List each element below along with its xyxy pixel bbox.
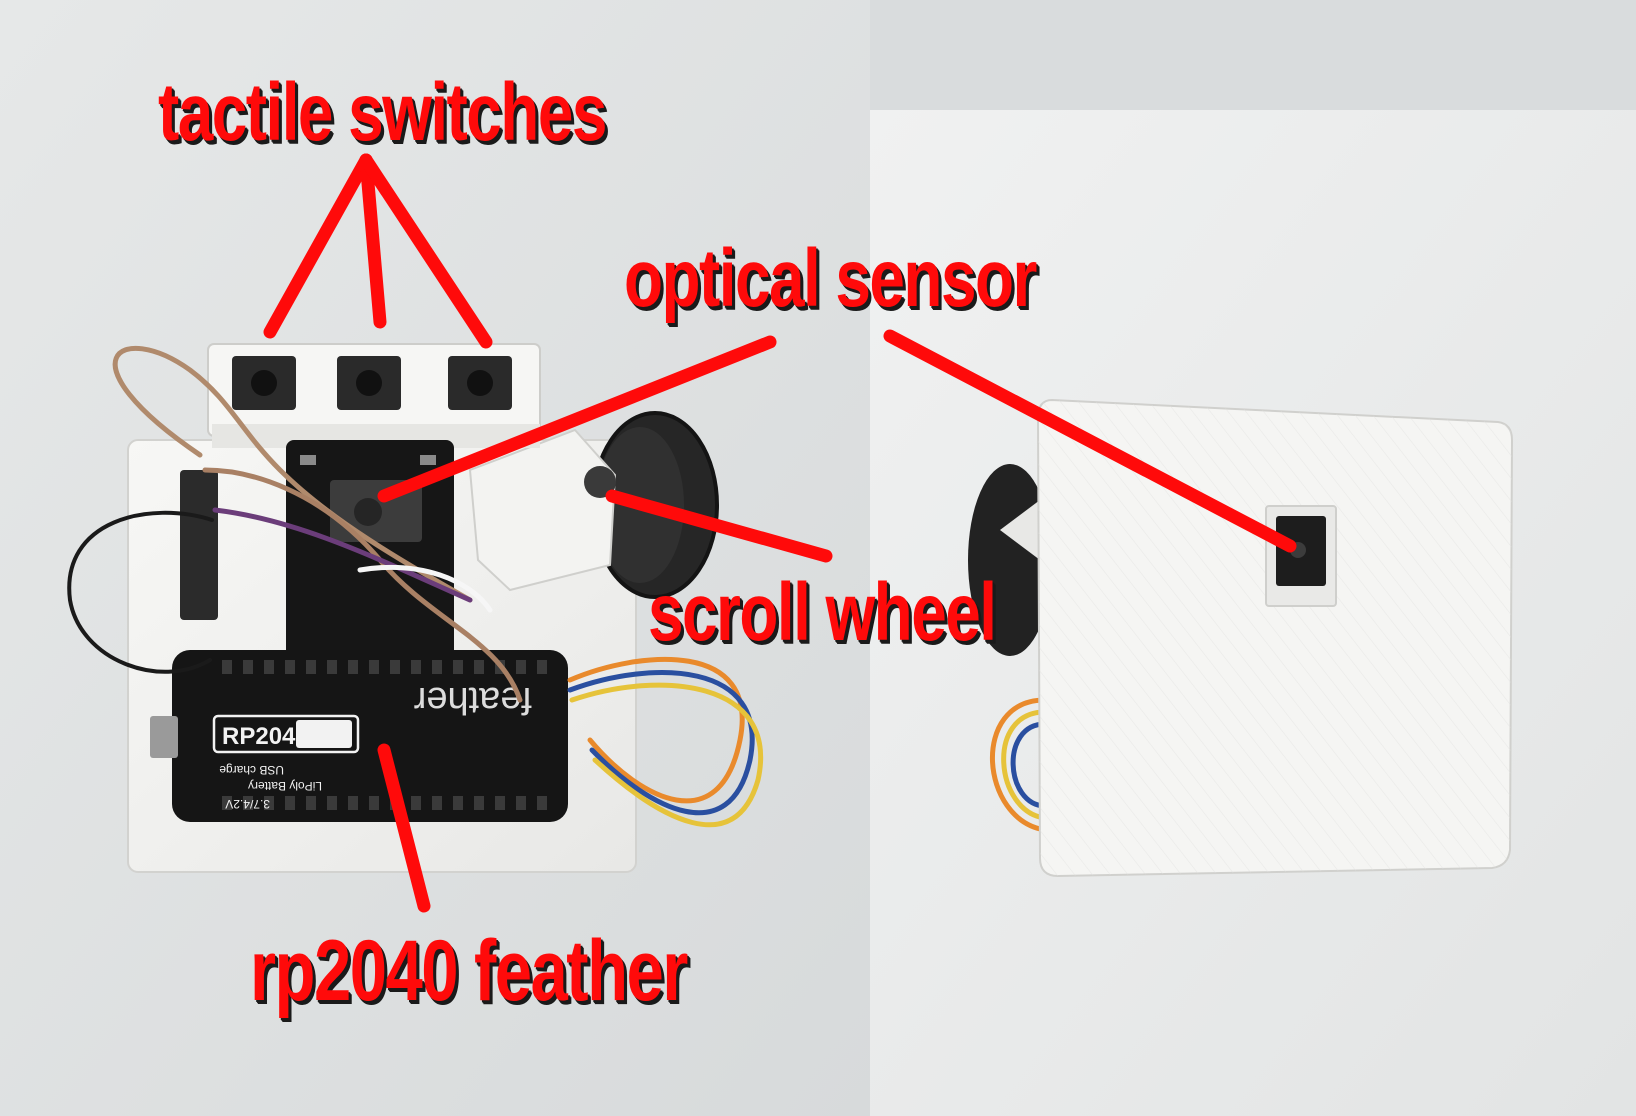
header-pin [390, 660, 400, 674]
header-pin [411, 660, 421, 674]
tactile-switches-label: tactile switches [158, 67, 607, 158]
header-pin [432, 660, 442, 674]
header-pin [516, 796, 526, 810]
voltage-label: 3.7/4.2V [225, 797, 270, 811]
right-photo-top-strip [870, 0, 1636, 110]
side-connector-block [180, 470, 218, 620]
battery-label: LiPoly Battery [248, 779, 322, 793]
pointer-rp2040 [377, 743, 431, 913]
header-pin [243, 660, 253, 674]
header-pin [453, 796, 463, 810]
header-pin [516, 660, 526, 674]
wires [67, 345, 763, 828]
pointer-tactile-2 [359, 153, 387, 329]
header-pin [222, 660, 232, 674]
scroll-wheel-side-view [968, 464, 1052, 656]
header-pin [327, 796, 337, 810]
header-pin [348, 796, 358, 810]
usb-label: USB charge [219, 763, 284, 777]
pointer-tactile-1 [263, 153, 373, 339]
header-pin [495, 796, 505, 810]
header-pin [411, 796, 421, 810]
optical-sensor-label: optical sensor [624, 233, 1037, 324]
header-pin [285, 796, 295, 810]
tactile-switch-block [207, 343, 541, 448]
header-pin [348, 660, 358, 674]
header-pin [285, 660, 295, 674]
header-pin [369, 660, 379, 674]
tactile-switch-1 [232, 356, 296, 410]
pointer-optical-left [377, 335, 777, 503]
header-pin [306, 660, 316, 674]
header-pin [243, 796, 253, 810]
side-wire-bundle [989, 697, 1046, 833]
scroll-wheel-label: scroll wheel [648, 567, 997, 658]
scroll-wheel-assembly [468, 411, 719, 599]
header-pin [264, 660, 274, 674]
header-pin [537, 796, 547, 810]
header-pin [474, 796, 484, 810]
pointer-tactile-3 [359, 153, 493, 349]
pointer-scroll-wheel [605, 489, 833, 563]
rp2040-feather-board: RP2040 feather LiPoly Battery USB charge… [150, 650, 568, 822]
pointer-optical-right [883, 329, 1297, 553]
header-pin [432, 796, 442, 810]
header-pin [222, 796, 232, 810]
header-pin [453, 660, 463, 674]
tactile-switch-2 [337, 356, 401, 410]
header-pin [474, 660, 484, 674]
header-pin [369, 796, 379, 810]
header-pin [264, 796, 274, 810]
header-pin [327, 660, 337, 674]
header-pin [306, 796, 316, 810]
header-pin [537, 660, 547, 674]
mouse-case [1036, 398, 1514, 878]
tactile-switch-3 [448, 356, 512, 410]
chip-label: RP2040 [222, 723, 309, 750]
rp2040-feather-label: rp2040 feather [250, 923, 688, 1019]
annotation-pointers [263, 153, 1297, 913]
